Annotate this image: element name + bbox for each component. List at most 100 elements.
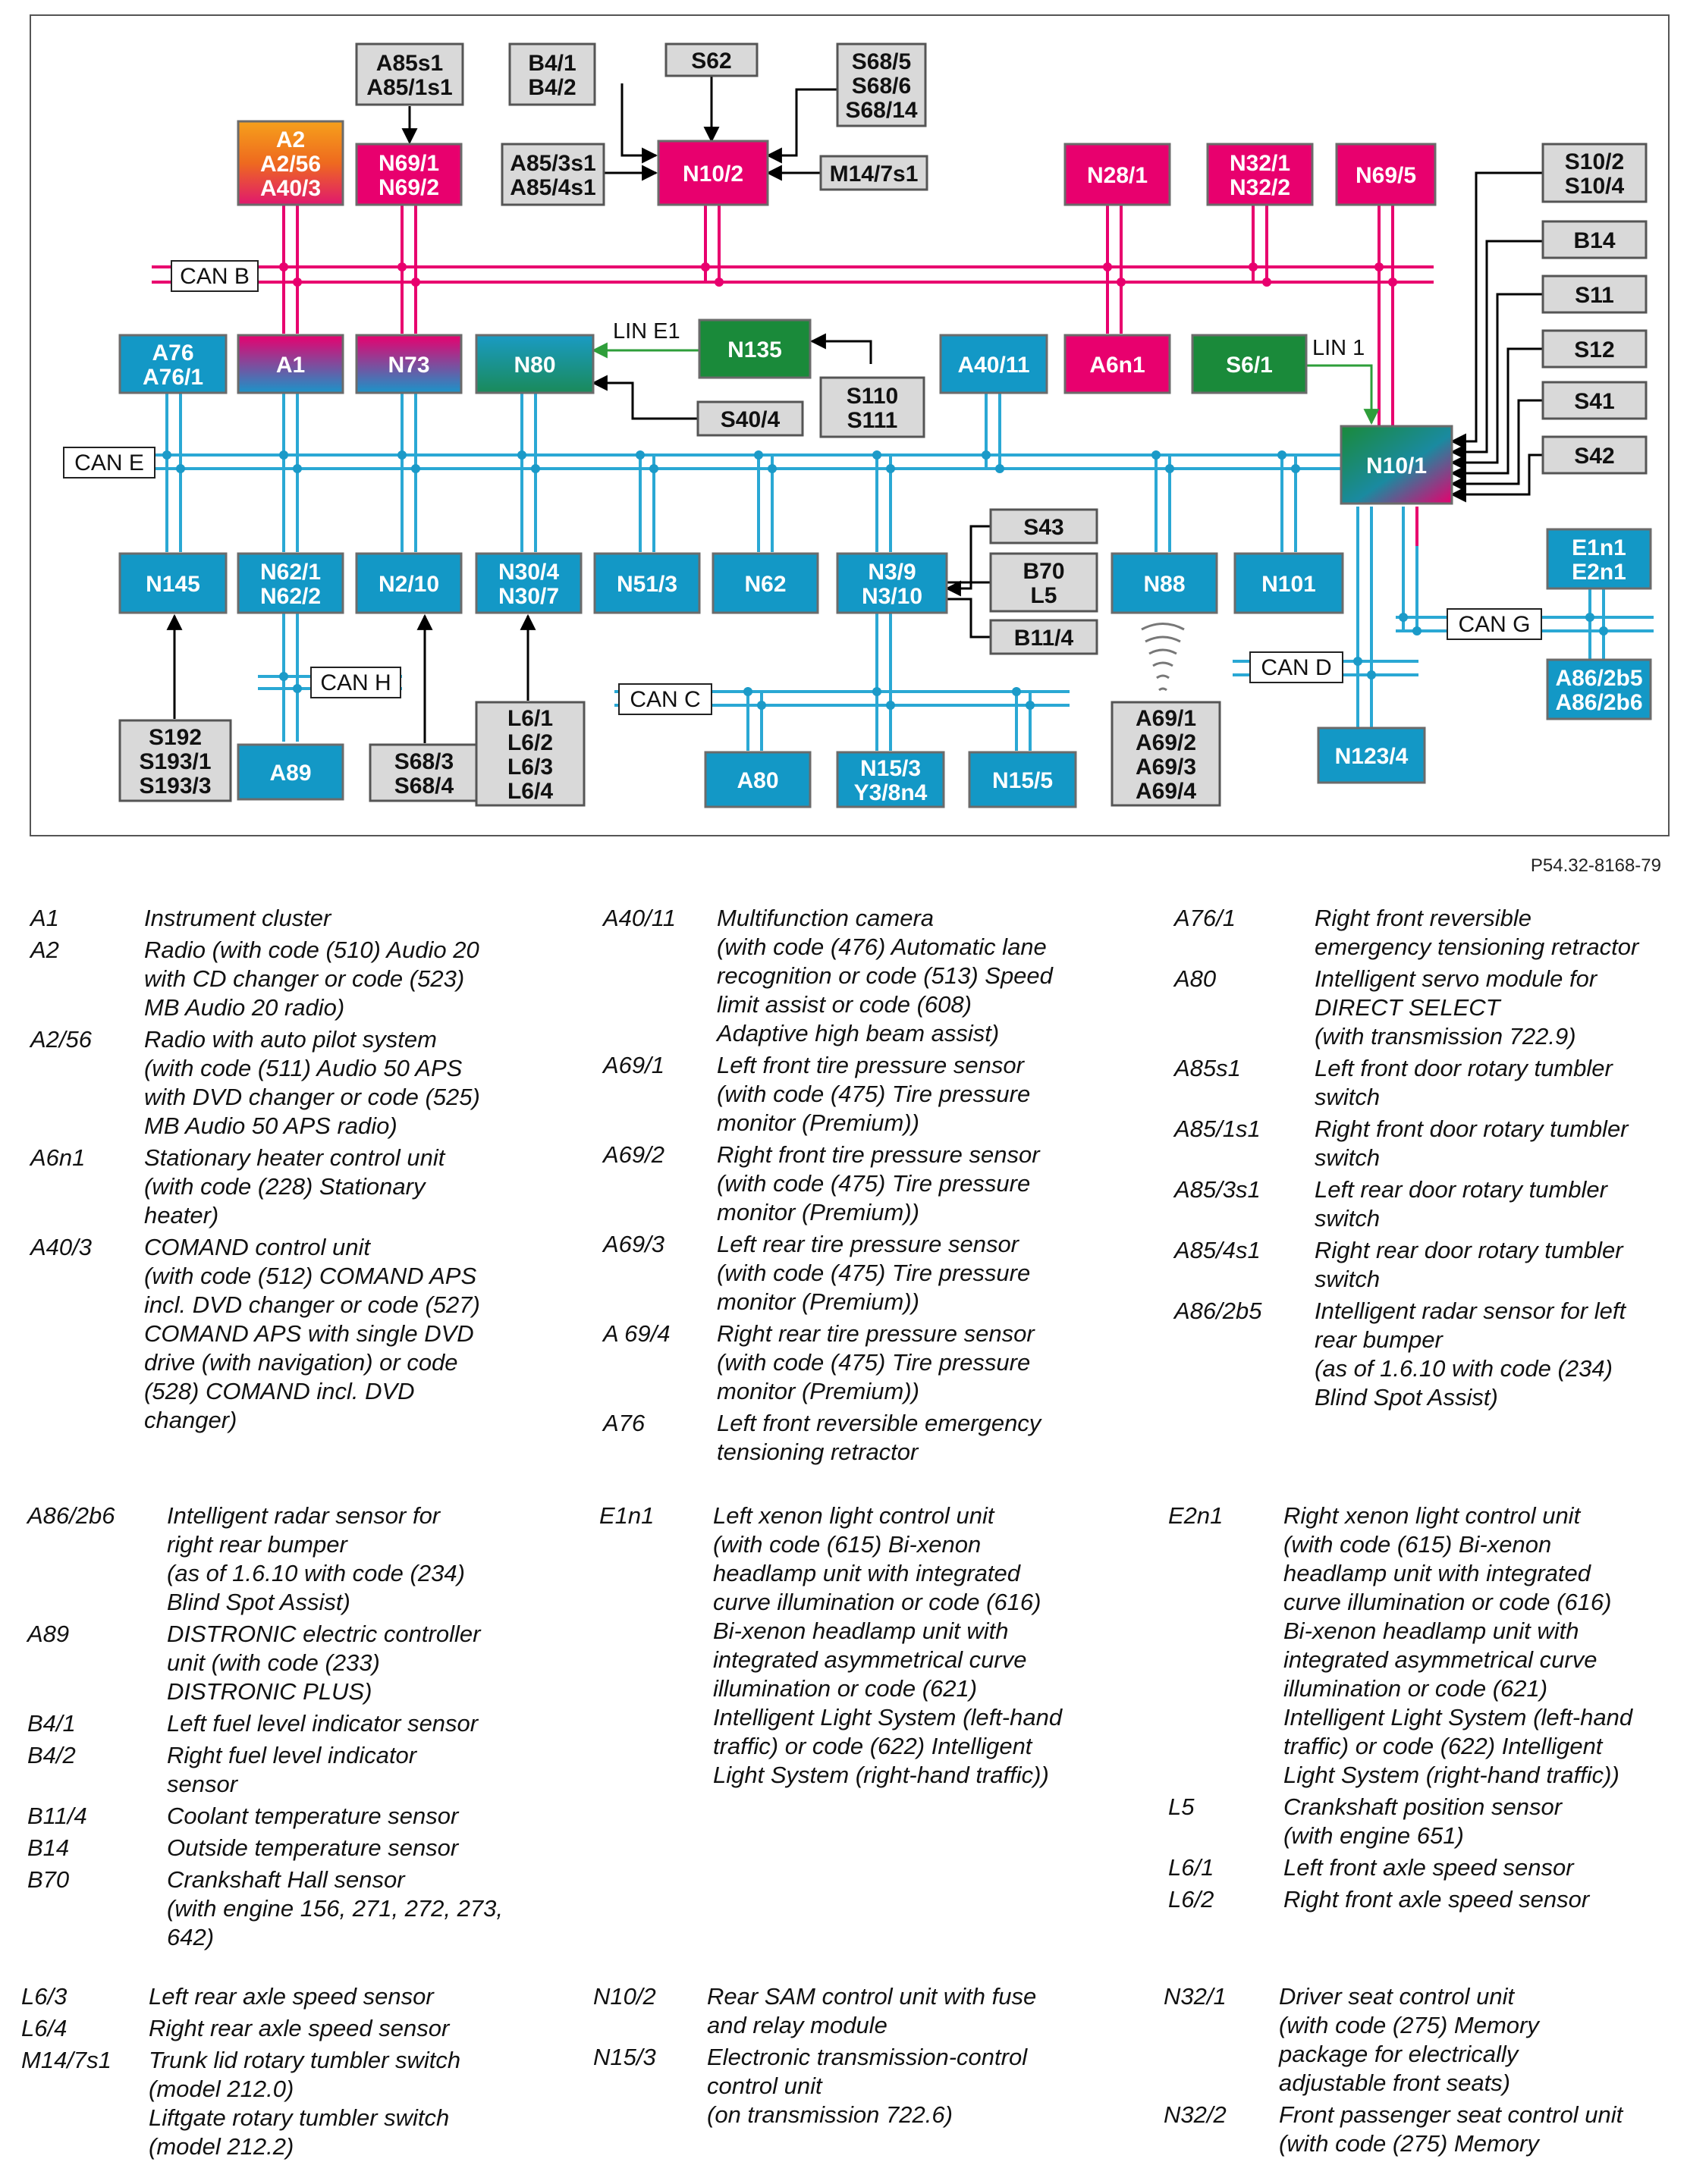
node-box [237,120,344,206]
legend-description: rear bumper [1315,1326,1443,1353]
legend-code: A69/3 [603,1231,665,1257]
node-label: N3/9 [868,560,916,585]
legend-code: L6/2 [1168,1886,1214,1913]
legend-code: A76 [603,1410,646,1436]
legend-entry: B4/1 Left fuel level indicator sensor [27,1709,543,1738]
legend-description: Front passenger seat control unit [1279,2101,1623,2128]
legend-description: monitor (Premium)) [717,1288,919,1315]
node-box [836,42,927,127]
legend-code: B11/4 [27,1803,87,1829]
can-d-label: CAN D [1261,655,1331,680]
node-box [836,751,945,808]
legend-description: (with code (475) Tire pressure [717,1170,1031,1197]
node-box [968,751,1077,808]
node-label: N62/1 [260,560,321,585]
node-label: N10/1 [1366,453,1427,479]
legend-code: A80 [1174,965,1217,992]
legend-description: (model 212.2) [149,2133,294,2160]
legend-description: changer) [144,1407,237,1433]
can-b-bus [152,265,1434,284]
legend-code: A85s1 [1174,1055,1241,1081]
node-label: N145 [146,572,200,597]
legend-description: switch [1315,1266,1381,1292]
node-label: S192 [149,725,202,750]
legend-code: B14 [27,1834,70,1861]
legend-description: tensioning retractor [717,1439,919,1465]
legend-description: DIRECT SELECT [1315,994,1500,1021]
node-a80: A80 [704,751,812,808]
node-label: B70 [1023,559,1064,584]
node-label: A6n1 [1089,353,1145,378]
can-b-label: CAN B [180,264,250,289]
node-label: A76/1 [143,365,203,390]
legend-description: DISTRONIC electric controller [167,1621,481,1647]
node-label: S43 [1023,515,1063,540]
legend-description: Left fuel level indicator sensor [167,1710,479,1737]
legend-description: unit (with code (233) [167,1649,380,1676]
legend-description: Instrument cluster [144,905,331,931]
legend-description: (with code (475) Tire pressure [717,1081,1031,1107]
bus-junction-dots [162,450,1608,710]
legend-description: switch [1315,1144,1381,1171]
legend-description: Light System (right-hand traffic)) [1283,1762,1619,1788]
lin-e1-label: LIN E1 [613,319,680,344]
node-label: S42 [1574,444,1614,469]
legend-code: L6/1 [1168,1854,1214,1881]
node-box [1541,329,1648,369]
legend-description: Rear SAM control unit with fuse [707,1983,1037,2010]
legend-code: B4/1 [27,1710,76,1737]
legend-description: MB Audio 50 APS radio) [144,1112,397,1139]
legend-description: Intelligent Light System (left-hand [713,1704,1063,1731]
can-h-label: CAN H [320,670,391,695]
node-box [1546,658,1652,720]
legend-code: N32/1 [1164,1983,1227,2010]
legend-description: integrated asymmetrical curve [1283,1646,1597,1673]
node-box [1063,143,1171,206]
node-label: L6/1 [507,706,553,731]
legend-description: monitor (Premium)) [717,1199,919,1225]
legend-description: COMAND APS with single DVD [144,1320,474,1347]
node-label: A85/4s1 [510,175,595,200]
node-label: A85s1 [376,51,443,76]
legend-description: MB Audio 20 radio) [144,994,345,1021]
node-label: N69/2 [379,175,439,200]
node-box [475,552,583,614]
node-label: E2n1 [1572,560,1626,585]
node-box [657,140,769,206]
legend-description: (with code (275) Memory [1279,2130,1539,2157]
node-b11-4: B11/4 [989,619,1098,655]
node-box [237,552,344,614]
legend-description: traffic) or code (622) Intelligent [1283,1733,1603,1759]
legend-description: (model 212.0) [149,2076,294,2102]
legend-description: Intelligent radar sensor for [167,1502,441,1529]
can-b-junction-dots [279,262,1397,287]
node-label: A69/4 [1136,779,1196,804]
node-box [1111,552,1218,614]
node-label: S193/3 [139,774,211,799]
legend-description: Right rear door rotary tumbler [1315,1237,1623,1263]
legend-code: A2 [30,937,59,963]
node-label: A1 [276,353,305,378]
legend-description: Intelligent Light System (left-hand [1283,1704,1633,1731]
legend-description: Multifunction camera [717,905,935,931]
legend-description: (with code (275) Memory [1279,2012,1539,2038]
node-label: S68/4 [394,774,454,799]
node-box [508,42,596,106]
legend-code: N15/3 [593,2044,656,2070]
legend-description: headlamp unit with integrated [713,1560,1020,1586]
node-label: L5 [1030,583,1057,608]
